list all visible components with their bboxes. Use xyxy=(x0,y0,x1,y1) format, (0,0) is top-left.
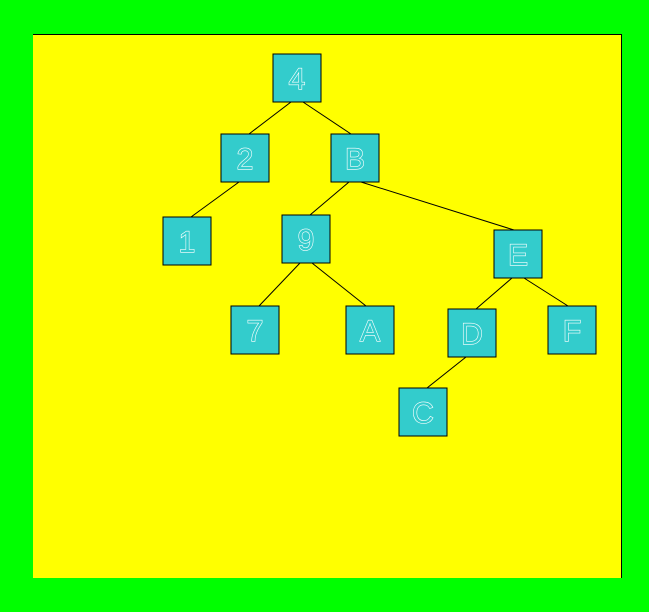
tree-node-box xyxy=(220,133,270,183)
edge-n2-n1 xyxy=(190,181,240,218)
edge-nB-nE xyxy=(360,181,515,231)
tree-node-9: 9 xyxy=(281,214,331,264)
tree-node-box xyxy=(398,387,448,437)
tree-edges xyxy=(190,101,569,389)
edge-n9-nA xyxy=(311,262,367,307)
tree-node-label: C xyxy=(412,397,434,430)
tree-node-D: D xyxy=(447,308,497,358)
tree-node-box xyxy=(162,216,212,266)
tree-node-label: 9 xyxy=(298,224,315,257)
tree-node-label: D xyxy=(461,318,483,351)
edge-n9-n7 xyxy=(258,262,301,307)
tree-node-A: A xyxy=(345,305,395,355)
tree-node-box xyxy=(345,305,395,355)
tree-node-box xyxy=(230,305,280,355)
tree-node-box xyxy=(493,229,543,279)
tree-node-box xyxy=(272,53,322,103)
tree-node-label: B xyxy=(345,143,365,176)
edge-nE-nF xyxy=(523,277,569,307)
edge-n4-nB xyxy=(302,101,352,135)
tree-node-2: 2 xyxy=(220,133,270,183)
edge-nB-n9 xyxy=(309,181,350,216)
tree-node-box xyxy=(330,133,380,183)
tree-node-4: 4 xyxy=(272,53,322,103)
tree-node-box xyxy=(547,305,597,355)
tree-node-label: A xyxy=(360,315,380,348)
edge-n4-n2 xyxy=(248,101,292,135)
tree-node-label: F xyxy=(563,315,581,348)
tree-node-F: F xyxy=(547,305,597,355)
edge-nD-nC xyxy=(426,356,467,389)
tree-node-box xyxy=(281,214,331,264)
tree-node-C: C xyxy=(398,387,448,437)
tree-node-label: 4 xyxy=(289,63,306,96)
tree-node-label: E xyxy=(508,239,528,272)
tree-node-B: B xyxy=(330,133,380,183)
tree-node-label: 1 xyxy=(179,226,196,259)
diagram-canvas xyxy=(33,34,622,578)
tree-node-7: 7 xyxy=(230,305,280,355)
tree-node-1: 1 xyxy=(162,216,212,266)
edge-nE-nD xyxy=(475,277,513,310)
tree-node-label: 7 xyxy=(247,315,264,348)
tree-node-box xyxy=(447,308,497,358)
tree-node-E: E xyxy=(493,229,543,279)
tree-nodes: 4 2 B 1 9 E 7 A D F C xyxy=(162,53,597,437)
tree-node-label: 2 xyxy=(237,143,254,176)
